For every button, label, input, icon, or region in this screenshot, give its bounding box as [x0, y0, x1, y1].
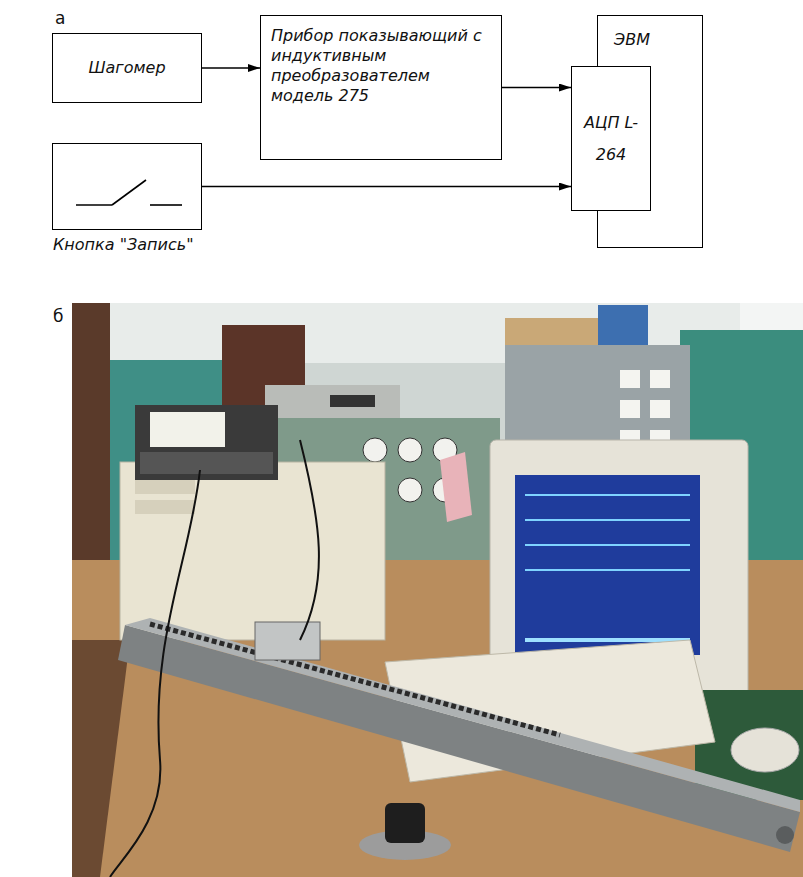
- adc-box: АЦП L-264: [571, 66, 651, 211]
- monitor-screen: [515, 475, 700, 655]
- small-gauge: [620, 400, 640, 418]
- small-gauge: [650, 370, 670, 388]
- screen-line: [525, 494, 690, 496]
- record-button: [385, 803, 425, 843]
- dial-gauge: [363, 438, 387, 462]
- button-box: Кнопка "Запись": [52, 143, 202, 230]
- dial-gauge: [398, 478, 422, 502]
- switch-wire: [76, 204, 112, 206]
- small-gauge: [620, 370, 640, 388]
- switch-symbol: [76, 180, 182, 205]
- switch-blade: [112, 180, 146, 205]
- box-text: АЦП L-264: [580, 107, 642, 171]
- desk-shadow: [72, 640, 130, 877]
- signal-arrow: [202, 186, 571, 187]
- slider: [255, 622, 320, 660]
- screen-line: [525, 519, 690, 521]
- meter-case: [135, 405, 278, 480]
- panel-letter: б: [50, 306, 66, 326]
- meter-front: [140, 452, 273, 474]
- switch-wire: [150, 204, 182, 206]
- lab-photo: [72, 303, 803, 877]
- box-text: Прибор показывающий с индуктивным преобр…: [271, 26, 491, 106]
- cable: [110, 470, 200, 877]
- meter-dial: [150, 412, 225, 447]
- box-text: ЭВМ: [614, 30, 650, 50]
- device-box: Прибор показывающий с индуктивным преобр…: [260, 15, 502, 160]
- blue-box: [598, 305, 648, 350]
- handle: [776, 826, 794, 844]
- rail-top: [125, 618, 800, 812]
- paper: [440, 452, 472, 522]
- screen-line: [525, 544, 690, 546]
- signal-arrow: [502, 87, 571, 88]
- computer-tower: [120, 462, 385, 640]
- mouse: [731, 728, 799, 772]
- computer-box: ЭВМАЦП L-264: [597, 15, 703, 248]
- signal-arrow: [202, 67, 260, 68]
- screen-line: [525, 569, 690, 571]
- panel-letter: а: [52, 8, 68, 28]
- device-box: Шагомер: [52, 33, 202, 103]
- photo-background: [72, 303, 803, 877]
- box-text: Кнопка "Запись": [53, 235, 194, 255]
- drive-bay: [135, 500, 195, 514]
- instrument-unit: [265, 385, 400, 420]
- display: [330, 395, 375, 407]
- chain: [150, 624, 560, 735]
- cable: [300, 440, 319, 640]
- drive-bay: [135, 480, 195, 494]
- dial-gauge: [398, 438, 422, 462]
- box-text: Шагомер: [88, 58, 165, 78]
- step-gauge-rail: [118, 625, 800, 852]
- small-gauge: [650, 400, 670, 418]
